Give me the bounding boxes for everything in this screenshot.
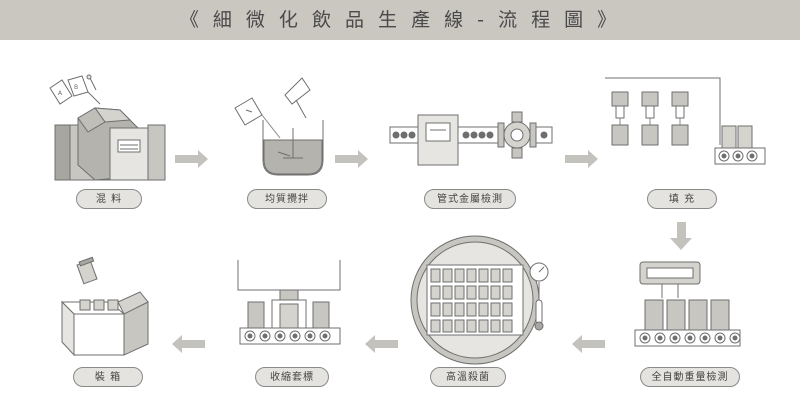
step-label-shrink-label: 收縮套標	[255, 367, 329, 387]
mixing-machine-illustration: A B	[49, 74, 166, 181]
page-title: 《 細 微 化 飲 品 生 產 線 - 流 程 圖 》	[179, 9, 621, 31]
step-label-filling: 填 充	[647, 189, 717, 209]
flow-arrow-1	[175, 150, 208, 168]
header-bar	[0, 0, 800, 40]
flow-arrow-2	[335, 150, 368, 168]
svg-text:A: A	[58, 90, 63, 97]
metal-detector-illustration	[389, 111, 553, 166]
step-label-sterilization: 高溫殺菌	[430, 367, 506, 387]
weight-checker-illustration	[634, 261, 741, 347]
step-label-homogenizing: 均質攪拌	[247, 189, 327, 209]
svg-text:B: B	[74, 84, 78, 91]
filling-machine-illustration	[605, 77, 766, 165]
shrink-labeler-illustration	[237, 260, 341, 345]
flow-arrow-6	[365, 335, 398, 353]
step-label-metal-detection: 管式金屬檢測	[424, 189, 516, 209]
flow-arrow-7	[172, 335, 205, 353]
homogenizer-tank-illustration	[234, 77, 324, 176]
sterilizer-illustration	[410, 235, 549, 365]
flow-arrow-5	[572, 335, 605, 353]
step-label-mixing: 混 料	[76, 189, 142, 209]
flow-arrow-3	[565, 150, 598, 168]
step-label-weight-check: 全自動重量檢測	[640, 367, 740, 387]
step-label-boxing: 裝 箱	[73, 367, 143, 387]
flow-arrow-4-down	[670, 222, 692, 250]
boxing-illustration	[60, 256, 149, 357]
